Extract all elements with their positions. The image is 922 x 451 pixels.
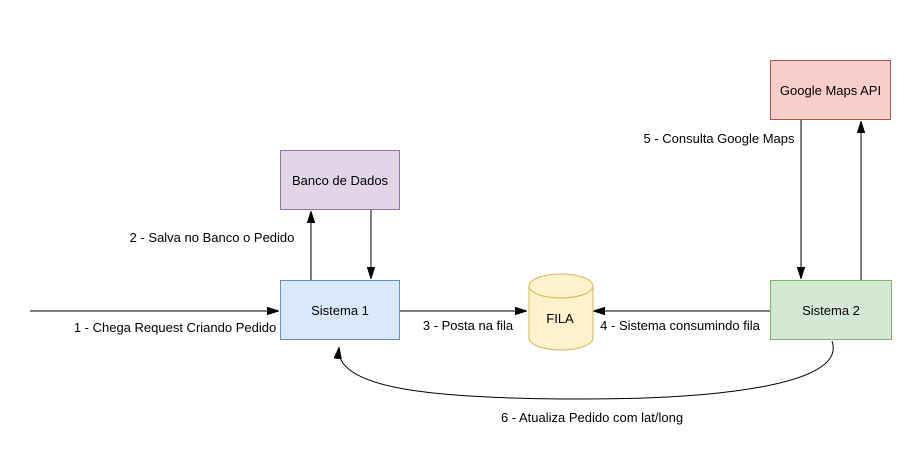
- edge-label-4: 4 - Sistema consumindo fila: [600, 318, 760, 333]
- edge-label-3: 3 - Posta na fila: [422, 318, 514, 333]
- edge-label-1: 1 - Chega Request Criando Pedido: [73, 320, 277, 335]
- node-sistema-1[interactable]: Sistema 1: [280, 280, 400, 340]
- node-sistema-2[interactable]: Sistema 2: [770, 280, 892, 340]
- node-fila[interactable]: FILA: [528, 273, 594, 351]
- node-google-maps-api[interactable]: Google Maps API: [770, 60, 891, 120]
- edge-label-6: 6 - Atualiza Pedido com lat/long: [500, 410, 684, 425]
- node-sistema-2-label: Sistema 2: [802, 302, 860, 318]
- node-sistema-1-label: Sistema 1: [311, 302, 369, 318]
- edge-label-5: 5 - Consulta Google Maps: [643, 131, 795, 146]
- node-google-maps-api-label: Google Maps API: [779, 82, 882, 98]
- cylinder-shape: [528, 273, 594, 351]
- edge-label-2: 2 - Salva no Banco o Pedido: [129, 230, 295, 245]
- arrow-sistema-2-to-sistema-1-curved[interactable]: [339, 340, 834, 400]
- node-banco-de-dados[interactable]: Banco de Dados: [280, 150, 400, 210]
- node-banco-de-dados-label: Banco de Dados: [291, 172, 389, 188]
- node-fila-label: FILA: [546, 311, 574, 326]
